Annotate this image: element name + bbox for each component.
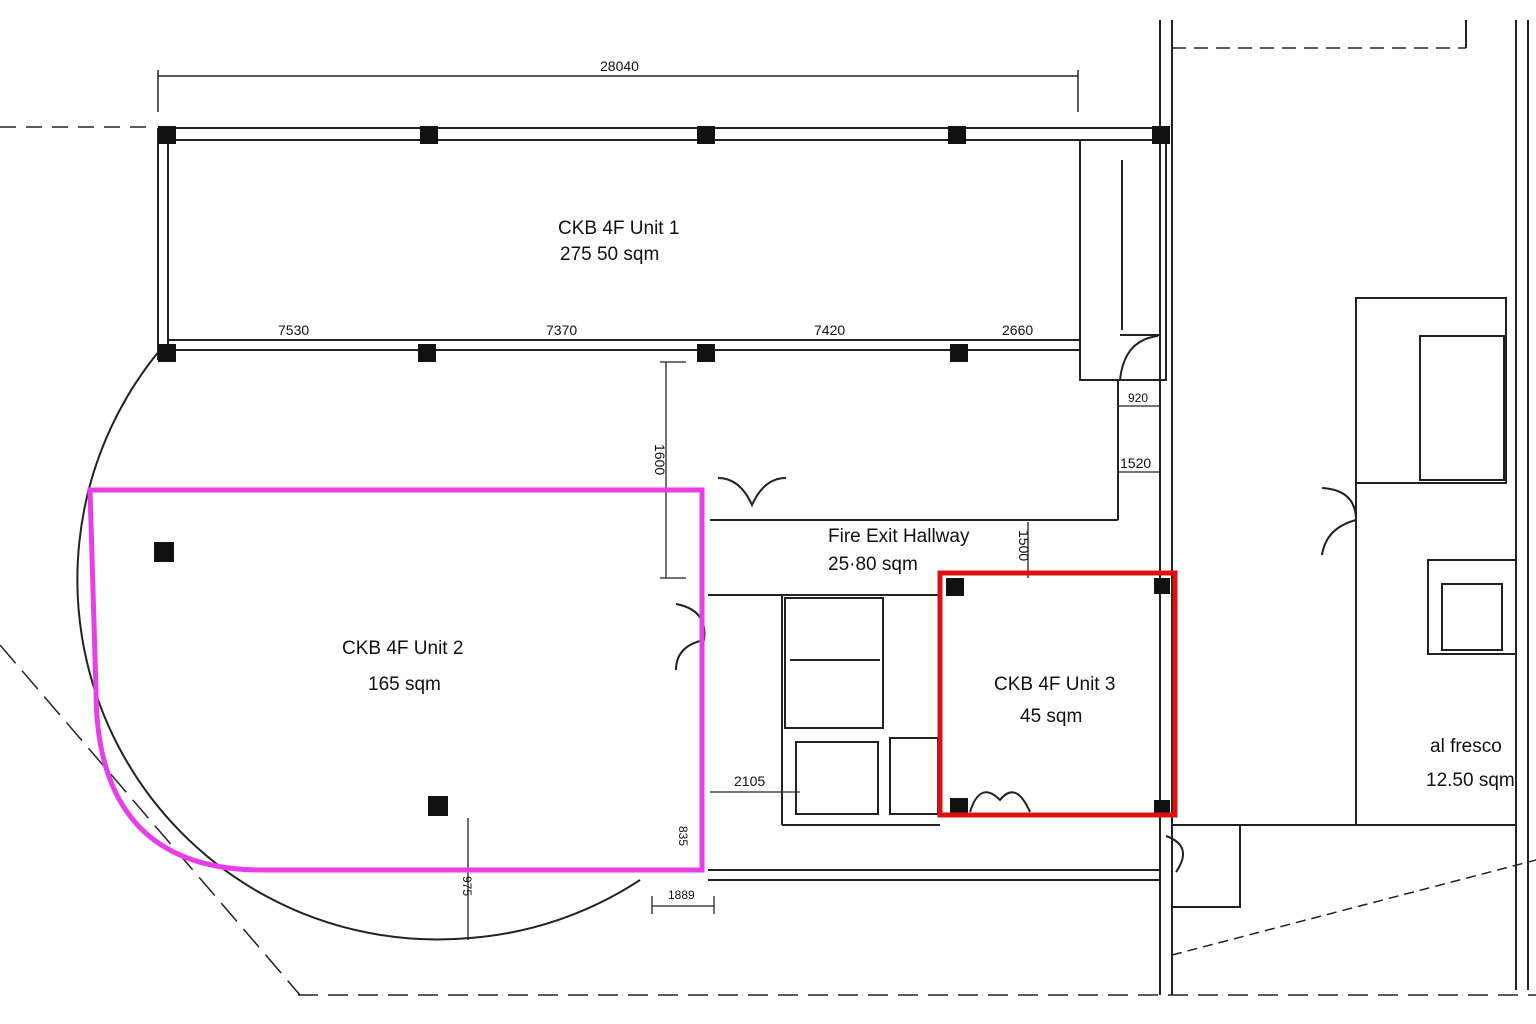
dim-bay-3: 7420: [814, 322, 846, 338]
unit2-highlight: [87, 487, 705, 873]
structural-columns: [154, 126, 1170, 816]
hallway-name: Fire Exit Hallway: [828, 526, 970, 547]
unit1-area: 275 50 sqm: [560, 244, 660, 265]
dim-overall-width: 28040: [600, 58, 639, 74]
dim-stair-1520: 1520: [1120, 455, 1152, 471]
alfresco-area: 12.50 sqm: [1426, 770, 1515, 791]
unit3-name: CKB 4F Unit 3: [994, 674, 1116, 695]
dim-gap-1889: 1889: [668, 888, 695, 902]
dim-hall-1500: 1500: [1016, 530, 1032, 562]
unit1-name: CKB 4F Unit 1: [558, 218, 680, 239]
dim-small-835: 835: [676, 826, 690, 847]
unit2-area: 165 sqm: [368, 674, 441, 695]
dim-bay-2: 7370: [546, 322, 578, 338]
dim-curve-975: 975: [460, 876, 474, 897]
dim-stair-2105: 2105: [734, 773, 766, 789]
dim-door-920: 920: [1128, 391, 1149, 405]
unit2-name: CKB 4F Unit 2: [342, 638, 464, 659]
dim-bay-4: 2660: [1002, 322, 1034, 338]
unit3-area: 45 sqm: [1020, 706, 1083, 727]
hallway-area: 25·80 sqm: [828, 554, 918, 575]
dim-vertical-1600: 1600: [652, 444, 668, 476]
unit3-highlight: [937, 570, 1178, 818]
structure-lines: [0, 20, 1536, 996]
alfresco-name: al fresco: [1430, 736, 1502, 757]
dimension-lines: [467, 361, 1160, 940]
dim-bay-1: 7530: [278, 322, 310, 338]
